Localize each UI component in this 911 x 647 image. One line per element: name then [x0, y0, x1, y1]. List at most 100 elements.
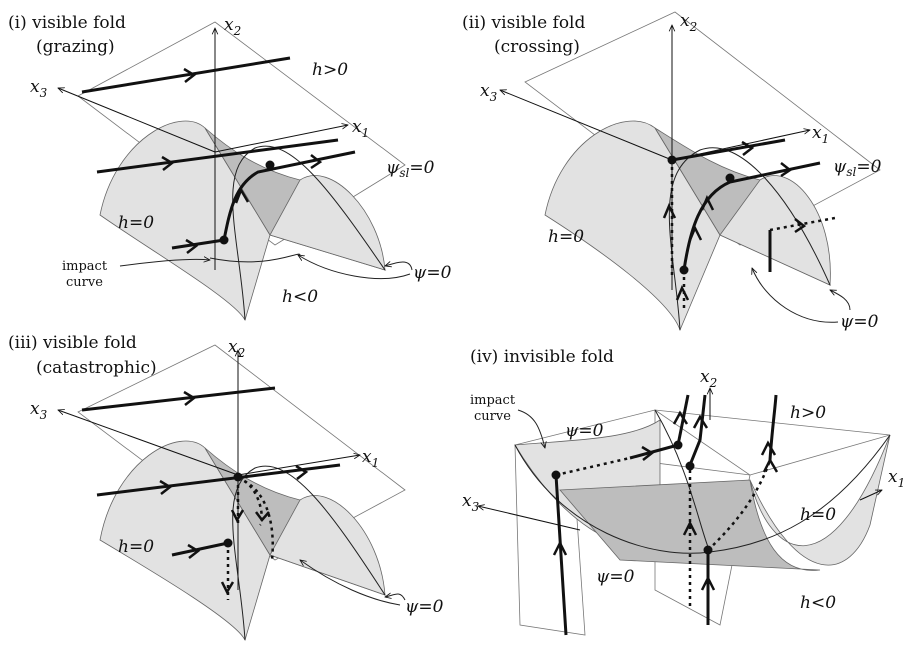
trajectory: [629, 443, 679, 460]
trajectory: [81, 386, 276, 412]
flow-arrow: [187, 543, 201, 559]
x2-label: x2: [228, 337, 245, 360]
impact-curve-label-2: curve: [474, 409, 511, 424]
psi-zero-label: ψ=0: [565, 421, 604, 441]
h-positive-label: h>0: [790, 403, 826, 423]
fold-point: [667, 155, 677, 165]
trajectory: [96, 463, 341, 497]
x3-axis: [58, 410, 239, 476]
panel-i-title: (i) visible fold: [8, 13, 126, 33]
dashed-trajectory: [555, 456, 631, 477]
h-zero-label: h=0: [800, 505, 836, 525]
flow-arrow: [760, 440, 777, 456]
psi-pointer: [298, 255, 411, 280]
trajectory: [671, 138, 786, 162]
flow-arrow: [552, 540, 568, 556]
flow-arrow: [234, 187, 250, 204]
flow-arrow: [672, 410, 689, 425]
x1-axis: [859, 489, 882, 501]
x3-label: x3: [30, 77, 48, 100]
flow-arrow: [675, 284, 690, 301]
psi-sl-label: ψsl=0: [386, 158, 435, 180]
x3-axis: [500, 90, 673, 161]
h-negative-label: h<0: [800, 593, 836, 613]
x3-label: x3: [480, 81, 498, 104]
fold-point: [233, 472, 243, 482]
x2-label: x2: [680, 11, 697, 34]
panel-ii: (ii) visible fold (crossing) x2 x1 x3 h=…: [462, 11, 882, 332]
psi-pointer: [385, 262, 413, 271]
x1-axis: [237, 455, 360, 476]
impact-curve-label: impact: [62, 259, 108, 274]
flow-arrow: [741, 140, 755, 156]
flow-arrow: [230, 509, 245, 523]
panel-iii: (iii) visible fold (catastrophic) x2 x1 …: [8, 333, 444, 642]
panel-i: (i) visible fold (grazing) x2 x1 x3 h>0 …: [8, 13, 452, 322]
impact-curve-label: impact: [470, 393, 516, 408]
fold-point: [703, 545, 713, 555]
panel-iv-title: (iv) invisible fold: [470, 347, 614, 367]
fold-curve: [209, 253, 301, 263]
trajectory: [96, 138, 339, 174]
trajectory: [688, 394, 707, 466]
x1-label: x1: [812, 123, 829, 146]
fold-point: [219, 235, 229, 245]
fold-point: [223, 538, 233, 548]
panel-iii-subtitle: (catastrophic): [36, 358, 157, 378]
x3-axis: [478, 506, 581, 531]
fold-point: [673, 440, 683, 450]
x3-label: x3: [462, 491, 480, 514]
psi-pointer: [752, 268, 839, 323]
impact-curve-label-2: curve: [66, 275, 103, 290]
psi-sl-label: ψsl=0: [833, 157, 882, 179]
x3-axis: [58, 88, 216, 153]
trajectory: [768, 394, 778, 461]
psi-zero-label: ψ=0: [413, 263, 452, 283]
x2-label: x2: [700, 367, 717, 390]
trajectory: [554, 474, 568, 636]
flow-arrow: [183, 67, 197, 83]
parabola-curve: [232, 145, 386, 321]
flow-arrow: [780, 162, 793, 178]
psi-pointer: [830, 290, 851, 311]
flow-arrow: [161, 155, 175, 171]
trajectory: [171, 541, 229, 557]
x3-label: x3: [30, 399, 48, 422]
panel-i-subtitle: (grazing): [36, 37, 115, 57]
h-positive-label: h>0: [312, 60, 348, 80]
fold-point: [685, 461, 695, 471]
flow-arrow: [255, 511, 270, 522]
fold-curve: [654, 409, 711, 553]
panel-ii-subtitle: (crossing): [494, 37, 580, 57]
trajectory: [81, 56, 291, 94]
flow-arrow: [794, 218, 807, 234]
fold-point: [551, 470, 561, 480]
sliding-trajectory: [682, 161, 821, 271]
dashed-trajectory: [237, 476, 274, 561]
panel-iv: (iv) invisible fold x2 x1 x3: [462, 347, 905, 636]
psi-pointer: [385, 594, 406, 601]
flow-arrow: [662, 202, 677, 219]
flow-arrow: [310, 154, 323, 170]
x1-label: x1: [352, 117, 369, 140]
flow-arrow: [183, 390, 197, 406]
h-zero-label: h=0: [548, 227, 584, 247]
x1-axis: [214, 125, 348, 153]
flow-arrow: [762, 457, 779, 473]
x2-label: x2: [224, 15, 241, 38]
flow-arrow: [692, 414, 709, 429]
flow-arrow: [700, 575, 716, 591]
flow-arrow: [700, 194, 715, 211]
psi-zero-label: ψ=0: [840, 312, 879, 332]
fold-point: [725, 173, 735, 183]
h-zero-label: h=0: [118, 213, 154, 233]
flow-arrow: [688, 224, 703, 241]
flow-arrow: [220, 581, 235, 595]
flow-arrow: [682, 520, 698, 536]
flow-arrow: [159, 479, 173, 495]
x1-label: x1: [888, 467, 905, 490]
psi-pointer: [300, 560, 401, 606]
h-zero-label: h=0: [118, 537, 154, 557]
impact-pointer: [119, 259, 210, 267]
flow-arrow: [641, 445, 655, 461]
